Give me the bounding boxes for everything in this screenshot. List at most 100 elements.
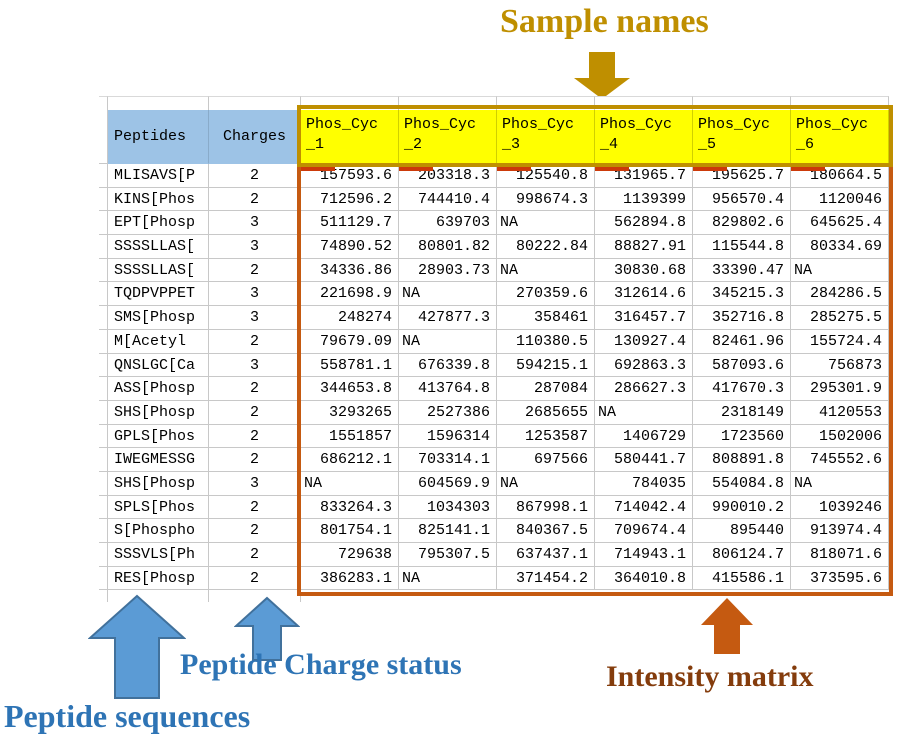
intensity-cell[interactable]: 417670.3 xyxy=(693,377,791,401)
intensity-cell[interactable]: 806124.7 xyxy=(693,543,791,567)
intensity-cell[interactable]: 1502006 xyxy=(791,424,889,449)
intensity-cell[interactable]: 3293265 xyxy=(301,400,399,425)
intensity-cell[interactable]: 558781.1 xyxy=(301,353,399,378)
peptide-cell[interactable]: SSSSLLAS[ xyxy=(108,235,209,259)
intensity-cell[interactable]: 554084.8 xyxy=(693,471,791,496)
intensity-cell[interactable]: NA xyxy=(399,282,497,307)
intensity-cell[interactable]: 1039246 xyxy=(791,495,889,520)
charge-cell[interactable]: 2 xyxy=(209,495,301,520)
intensity-cell[interactable]: 157593.6 xyxy=(301,164,399,188)
intensity-cell[interactable]: 28903.73 xyxy=(399,258,497,283)
intensity-cell[interactable]: 80334.69 xyxy=(791,235,889,259)
sample-column-header[interactable]: Phos_Cyc_2 xyxy=(399,110,497,164)
intensity-cell[interactable]: NA xyxy=(497,471,595,496)
intensity-cell[interactable]: 344653.8 xyxy=(301,377,399,401)
intensity-cell[interactable]: 1139399 xyxy=(595,187,693,212)
intensity-cell[interactable]: 80222.84 xyxy=(497,235,595,259)
charge-cell[interactable]: 3 xyxy=(209,471,301,496)
intensity-cell[interactable]: NA xyxy=(301,471,399,496)
intensity-cell[interactable]: 594215.1 xyxy=(497,353,595,378)
charge-cell[interactable]: 2 xyxy=(209,448,301,472)
intensity-cell[interactable]: 913974.4 xyxy=(791,519,889,543)
intensity-cell[interactable]: 587093.6 xyxy=(693,353,791,378)
intensity-cell[interactable]: 270359.6 xyxy=(497,282,595,307)
intensity-cell[interactable]: 637437.1 xyxy=(497,543,595,567)
intensity-cell[interactable]: 825141.1 xyxy=(399,519,497,543)
charge-cell[interactable]: 3 xyxy=(209,235,301,259)
intensity-cell[interactable]: 801754.1 xyxy=(301,519,399,543)
intensity-cell[interactable]: 840367.5 xyxy=(497,519,595,543)
intensity-cell[interactable]: 580441.7 xyxy=(595,448,693,472)
charge-cell[interactable]: 2 xyxy=(209,519,301,543)
intensity-cell[interactable]: NA xyxy=(399,566,497,591)
intensity-cell[interactable]: 415586.1 xyxy=(693,566,791,591)
intensity-cell[interactable]: 33390.47 xyxy=(693,258,791,283)
intensity-cell[interactable]: 709674.4 xyxy=(595,519,693,543)
intensity-cell[interactable]: 115544.8 xyxy=(693,235,791,259)
intensity-cell[interactable]: 1406729 xyxy=(595,424,693,449)
intensity-cell[interactable]: 352716.8 xyxy=(693,306,791,330)
intensity-cell[interactable]: 1596314 xyxy=(399,424,497,449)
intensity-cell[interactable]: 639703 xyxy=(399,211,497,236)
intensity-cell[interactable]: 744410.4 xyxy=(399,187,497,212)
intensity-cell[interactable]: 2318149 xyxy=(693,400,791,425)
intensity-cell[interactable]: 1120046 xyxy=(791,187,889,212)
intensity-cell[interactable]: 4120553 xyxy=(791,400,889,425)
intensity-cell[interactable]: 511129.7 xyxy=(301,211,399,236)
intensity-cell[interactable]: 284286.5 xyxy=(791,282,889,307)
intensity-cell[interactable]: 110380.5 xyxy=(497,329,595,354)
intensity-cell[interactable]: NA xyxy=(791,258,889,283)
intensity-cell[interactable]: 784035 xyxy=(595,471,693,496)
charge-cell[interactable]: 2 xyxy=(209,187,301,212)
intensity-cell[interactable]: 130927.4 xyxy=(595,329,693,354)
intensity-cell[interactable]: 703314.1 xyxy=(399,448,497,472)
sample-column-header[interactable]: Phos_Cyc_1 xyxy=(301,110,399,164)
intensity-cell[interactable]: 833264.3 xyxy=(301,495,399,520)
intensity-cell[interactable]: 1723560 xyxy=(693,424,791,449)
peptide-cell[interactable]: RES[Phosp xyxy=(108,566,209,591)
peptide-cell[interactable]: SMS[Phosp xyxy=(108,306,209,330)
peptide-cell[interactable]: ASS[Phosp xyxy=(108,377,209,401)
peptide-cell[interactable]: SSSSLLAS[ xyxy=(108,258,209,283)
intensity-cell[interactable]: 34336.86 xyxy=(301,258,399,283)
peptides-column-header[interactable]: Peptides xyxy=(108,110,209,164)
charge-cell[interactable]: 3 xyxy=(209,306,301,330)
intensity-cell[interactable]: 248274 xyxy=(301,306,399,330)
intensity-cell[interactable]: 676339.8 xyxy=(399,353,497,378)
intensity-cell[interactable]: 79679.09 xyxy=(301,329,399,354)
intensity-cell[interactable]: 195625.7 xyxy=(693,164,791,188)
intensity-cell[interactable]: 692863.3 xyxy=(595,353,693,378)
peptide-cell[interactable]: S[Phospho xyxy=(108,519,209,543)
peptide-cell[interactable]: GPLS[Phos xyxy=(108,424,209,449)
intensity-cell[interactable]: 30830.68 xyxy=(595,258,693,283)
charge-cell[interactable]: 3 xyxy=(209,353,301,378)
intensity-cell[interactable]: 373595.6 xyxy=(791,566,889,591)
intensity-cell[interactable]: 386283.1 xyxy=(301,566,399,591)
intensity-cell[interactable]: 125540.8 xyxy=(497,164,595,188)
peptide-cell[interactable]: QNSLGC[Ca xyxy=(108,353,209,378)
intensity-cell[interactable]: 990010.2 xyxy=(693,495,791,520)
intensity-cell[interactable]: 729638 xyxy=(301,543,399,567)
intensity-cell[interactable]: 686212.1 xyxy=(301,448,399,472)
intensity-cell[interactable]: 1253587 xyxy=(497,424,595,449)
intensity-cell[interactable]: 295301.9 xyxy=(791,377,889,401)
intensity-cell[interactable]: 88827.91 xyxy=(595,235,693,259)
intensity-cell[interactable]: 2685655 xyxy=(497,400,595,425)
intensity-cell[interactable]: 808891.8 xyxy=(693,448,791,472)
sample-column-header[interactable]: Phos_Cyc_6 xyxy=(791,110,889,164)
intensity-cell[interactable]: 998674.3 xyxy=(497,187,595,212)
intensity-cell[interactable]: 287084 xyxy=(497,377,595,401)
intensity-cell[interactable]: 358461 xyxy=(497,306,595,330)
intensity-cell[interactable]: 316457.7 xyxy=(595,306,693,330)
sample-column-header[interactable]: Phos_Cyc_5 xyxy=(693,110,791,164)
intensity-cell[interactable]: 427877.3 xyxy=(399,306,497,330)
peptide-cell[interactable]: SSSVLS[Ph xyxy=(108,543,209,567)
intensity-cell[interactable]: NA xyxy=(497,211,595,236)
intensity-cell[interactable]: 829802.6 xyxy=(693,211,791,236)
intensity-cell[interactable]: 1551857 xyxy=(301,424,399,449)
peptide-cell[interactable]: IWEGMESSG xyxy=(108,448,209,472)
intensity-cell[interactable]: 203318.3 xyxy=(399,164,497,188)
intensity-cell[interactable]: 867998.1 xyxy=(497,495,595,520)
intensity-cell[interactable]: 956570.4 xyxy=(693,187,791,212)
intensity-cell[interactable]: 745552.6 xyxy=(791,448,889,472)
